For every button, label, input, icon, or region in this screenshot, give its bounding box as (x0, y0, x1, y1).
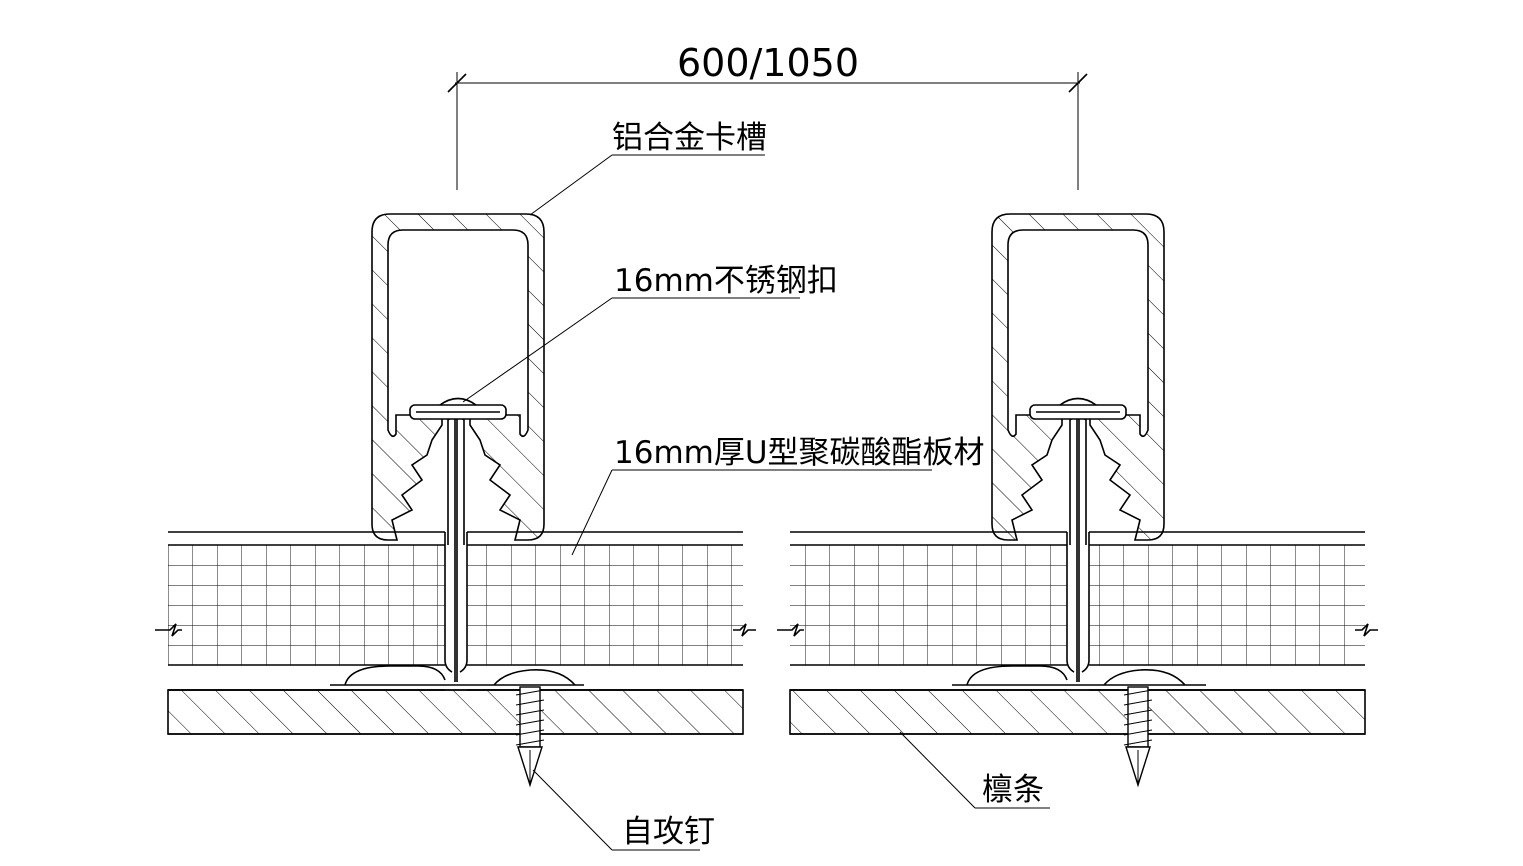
pc-panel-left-2 (459, 531, 743, 691)
washer-right (952, 665, 1206, 686)
pc-panel-right-2 (1081, 531, 1365, 691)
steel-buckle-left (409, 397, 507, 420)
steel-buckle-right (1029, 397, 1127, 420)
dimension-600-1050: 600/1050 (447, 41, 1088, 190)
pc-panel-right-1 (790, 531, 1075, 691)
assembly-left (155, 213, 756, 788)
label-pc-panel: 16mm厚U型聚碳酸酯板材 (614, 435, 985, 471)
label-clip-channel: 铝合金卡槽 (612, 120, 767, 156)
leader-screw: 自攻钉 (532, 769, 715, 851)
leader-steel-buckle: 16mm不锈钢扣 (462, 263, 838, 403)
assembly-right (777, 213, 1378, 788)
purlin-right (789, 689, 1366, 735)
purlin-left (167, 689, 744, 735)
label-screw: 自攻钉 (622, 814, 715, 850)
leader-purlin: 檩条 (899, 731, 1050, 809)
self-tapping-screw-left (515, 686, 545, 788)
washer-left (330, 665, 584, 686)
leader-pc-panel: 16mm厚U型聚碳酸酯板材 (571, 435, 985, 556)
label-purlin: 檩条 (982, 772, 1044, 808)
leader-clip-channel: 铝合金卡槽 (529, 120, 767, 216)
aluminum-clip-left (371, 213, 545, 541)
aluminum-clip-right (991, 213, 1165, 541)
label-steel-buckle: 16mm不锈钢扣 (614, 263, 838, 299)
self-tapping-screw-right (1123, 686, 1153, 788)
dimension-text: 600/1050 (677, 41, 859, 85)
pc-panel-left-1 (168, 531, 453, 691)
